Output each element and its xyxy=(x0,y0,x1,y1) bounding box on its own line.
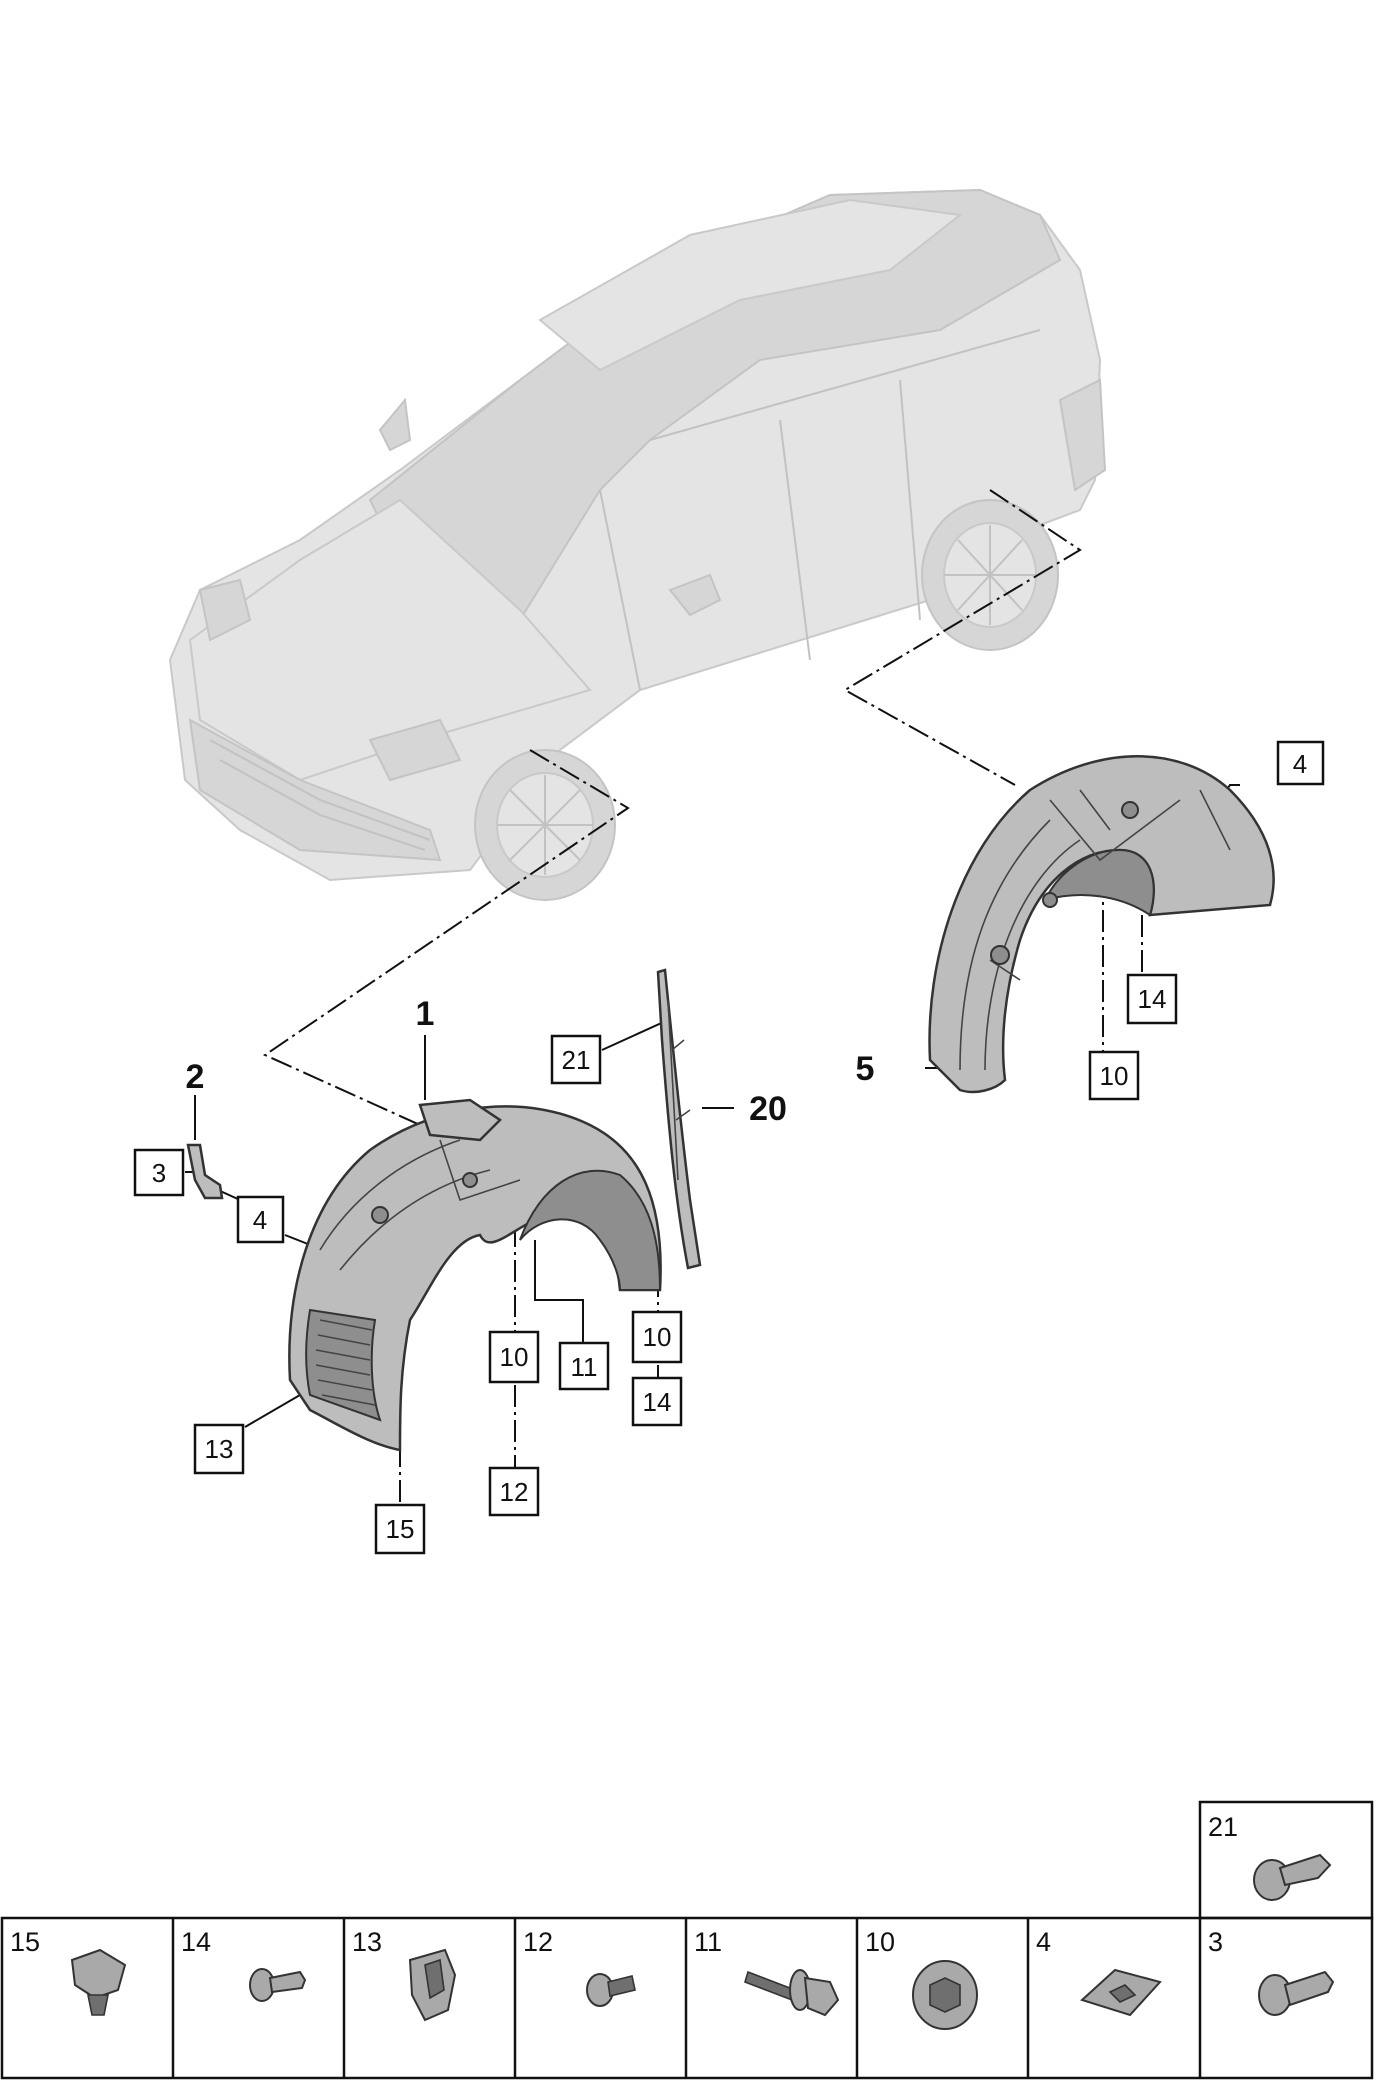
callout-front-4: 4 xyxy=(236,1195,285,1244)
vehicle-illustration xyxy=(168,188,1107,901)
callout-front-3-text: 3 xyxy=(152,1158,166,1188)
label-5: 5 xyxy=(856,1050,875,1088)
rivet-14-icon xyxy=(249,1968,307,2002)
callout-cover-21: 21 xyxy=(550,1034,602,1085)
fastener-21-icon xyxy=(1253,1853,1332,1901)
front-wheel-liner xyxy=(288,1098,662,1452)
callout-rear-10-text: 10 xyxy=(1100,1061,1129,1091)
callout-front-4-text: 4 xyxy=(253,1205,267,1235)
screw-12-icon xyxy=(586,1973,636,2007)
callout-front-15-text: 15 xyxy=(386,1514,415,1544)
callout-rear-4-text: 4 xyxy=(1293,749,1307,779)
callout-front-12-text: 12 xyxy=(500,1477,529,1507)
label-2: 2 xyxy=(186,1058,205,1096)
cover-panel xyxy=(656,968,702,1270)
callout-front-11-text: 11 xyxy=(571,1352,598,1382)
callout-front-13: 13 xyxy=(193,1423,245,1475)
bolt-11-icon xyxy=(744,1969,840,2017)
bracket-part xyxy=(186,1143,224,1200)
callout-front-11: 11 xyxy=(558,1341,610,1391)
callout-front-10a-text: 10 xyxy=(500,1342,529,1372)
callout-rear-4: 4 xyxy=(1276,740,1325,786)
callout-rear-14: 14 xyxy=(1126,973,1178,1025)
table-cell-15-label: 15 xyxy=(10,1927,40,1957)
clip-13-icon xyxy=(408,1948,457,2022)
callout-front-10b: 10 xyxy=(631,1310,683,1364)
table-cell-4-label: 4 xyxy=(1036,1927,1051,1957)
table-cell-21-label: 21 xyxy=(1208,1812,1238,1842)
clip-15-icon xyxy=(70,1948,127,2016)
leader-lines xyxy=(185,489,1240,1505)
callout-rear-10: 10 xyxy=(1088,1050,1140,1101)
parts-table: 21 15 14 13 12 11 10 4 3 xyxy=(0,1800,1374,2080)
table-cell-14-label: 14 xyxy=(181,1927,211,1957)
bolt-3-icon xyxy=(1258,1970,1335,2016)
callout-front-3: 3 xyxy=(133,1148,185,1197)
label-1: 1 xyxy=(416,995,435,1033)
rear-wheel-liner xyxy=(928,755,1275,1094)
callout-front-14-text: 14 xyxy=(643,1387,672,1417)
callout-front-13-text: 13 xyxy=(205,1434,234,1464)
table-cell-13-label: 13 xyxy=(352,1927,382,1957)
nut-10-icon xyxy=(912,1960,978,2030)
callout-front-10b-text: 10 xyxy=(643,1322,672,1352)
table-cell-11-label: 11 xyxy=(694,1927,722,1957)
callout-front-15: 15 xyxy=(374,1503,426,1555)
callout-front-10a: 10 xyxy=(488,1330,540,1384)
speed-nut-4-icon xyxy=(1080,1968,1162,2017)
table-cell-12-label: 12 xyxy=(523,1927,553,1957)
callout-front-14: 14 xyxy=(631,1376,683,1427)
table-cell-3-label: 3 xyxy=(1208,1927,1223,1957)
callout-cover-21-text: 21 xyxy=(562,1045,591,1075)
label-20: 20 xyxy=(749,1090,787,1128)
table-cell-10-label: 10 xyxy=(865,1927,895,1957)
callout-rear-14-text: 14 xyxy=(1138,984,1167,1014)
callout-front-12: 12 xyxy=(488,1466,540,1517)
